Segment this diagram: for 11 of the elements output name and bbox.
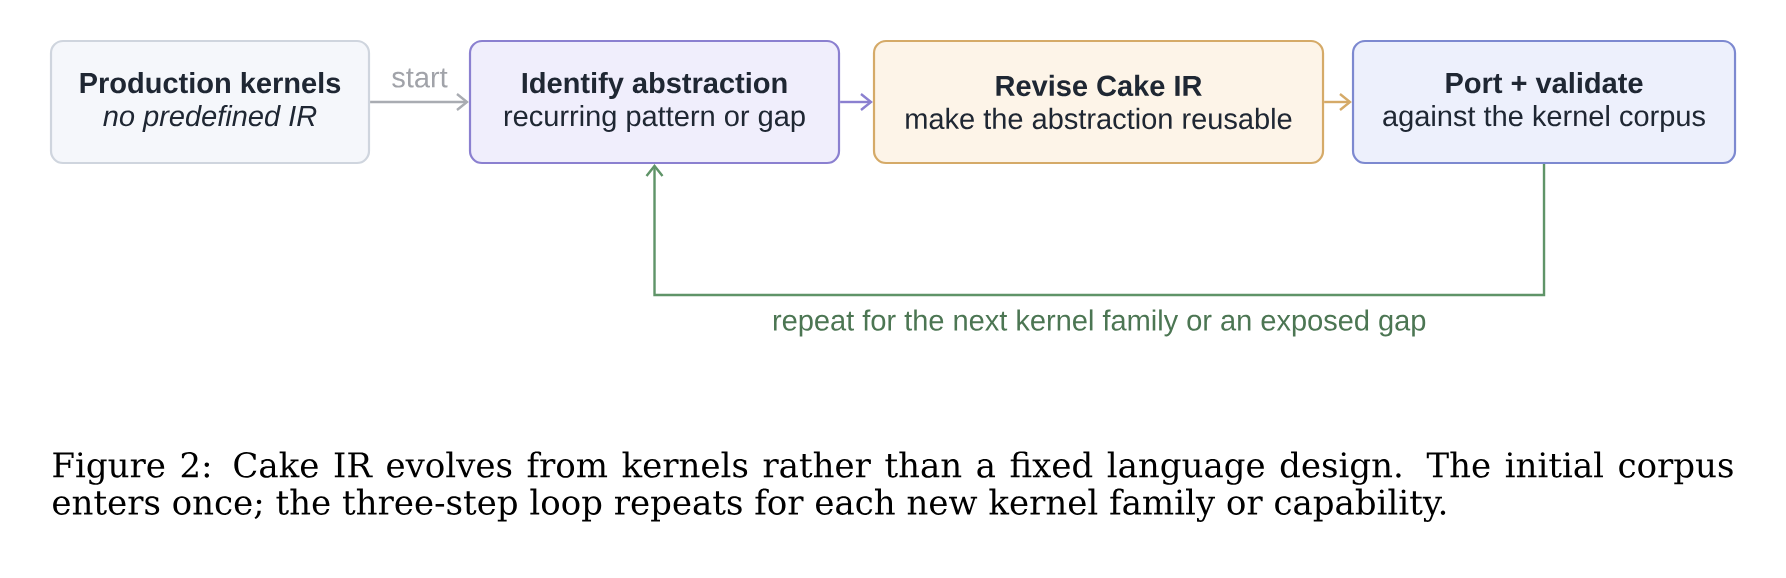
process-box: Production kernels no predefined IR <box>49 39 371 165</box>
edge-label: repeat for the next kernel family or an exposed gap <box>770 307 1429 339</box>
edge-label: start <box>389 66 450 90</box>
caption: Figure 2: Cake IR evolves from kernels rather than a fixed language design. The initial corpus enters once; the three-step loop repeats for each new kernel family or capability. <box>53 451 1733 522</box>
arrow <box>370 93 469 111</box>
arrow <box>840 93 873 111</box>
process-box: Identify abstraction recurring pattern or gap <box>468 39 841 165</box>
process-box: Revise Cake IR make the abstraction reusable <box>872 39 1325 165</box>
arrow <box>645 164 1546 297</box>
arrow <box>1324 93 1352 111</box>
process-box: Port + validate against the kernel corpus <box>1351 39 1737 165</box>
